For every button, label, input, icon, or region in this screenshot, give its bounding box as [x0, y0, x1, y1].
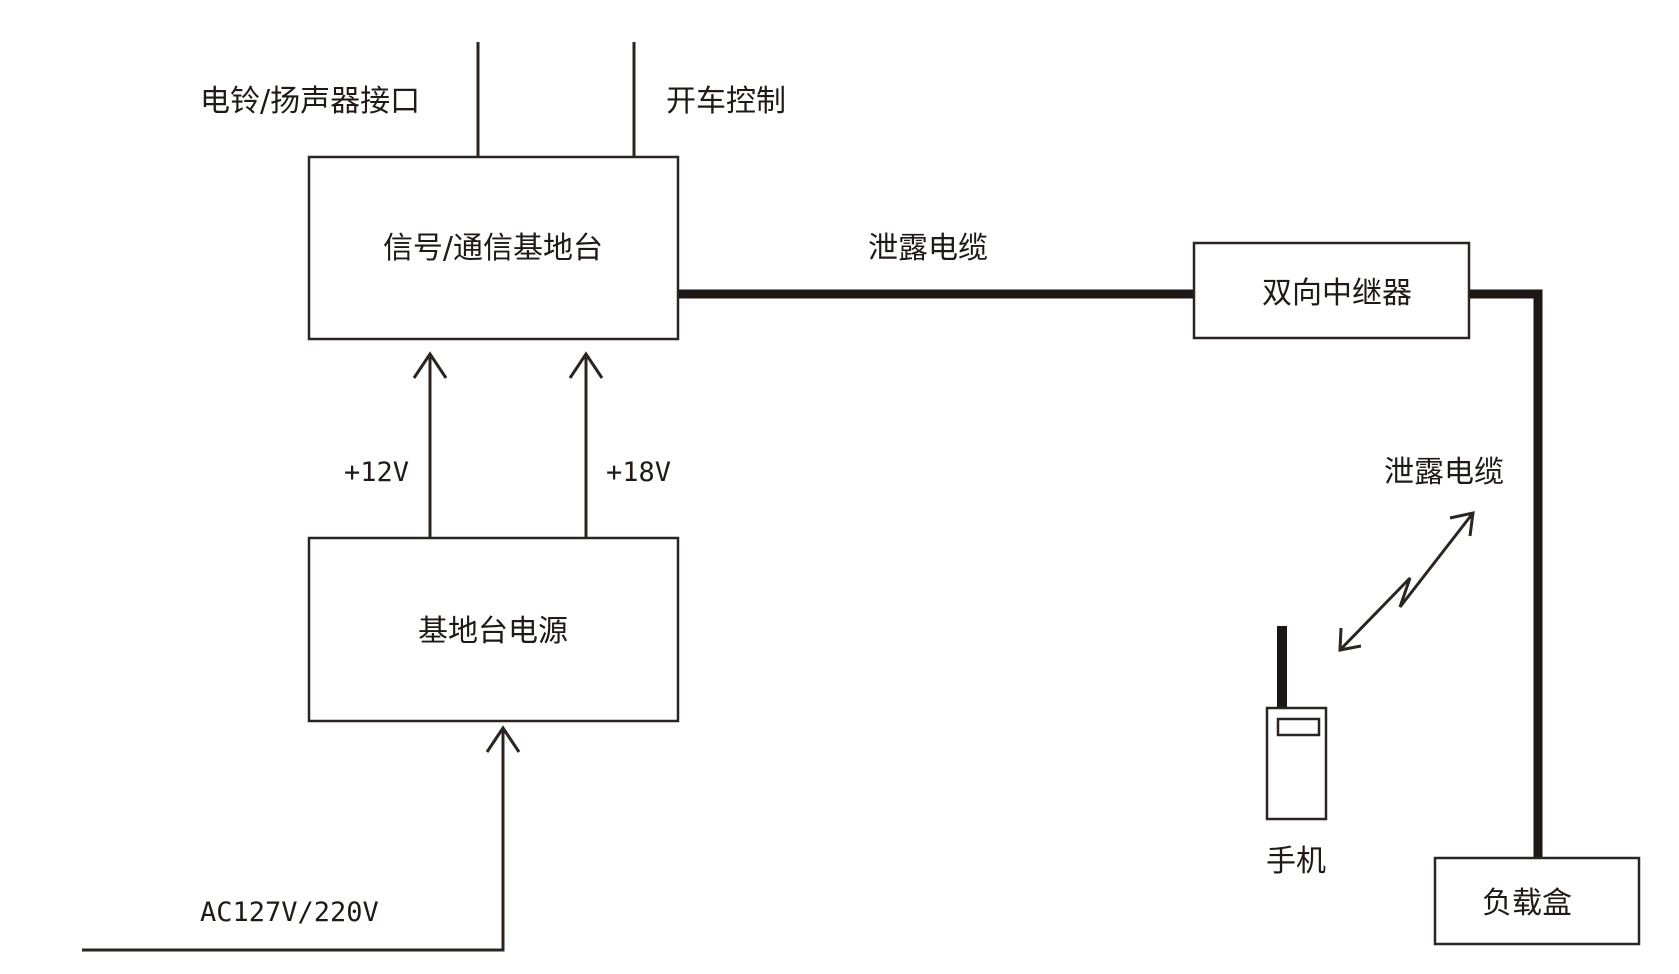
repeater-box	[1192, 241, 1471, 340]
wireless-arrow-head-bottom	[1338, 627, 1362, 652]
leaky-cable-top-label: 泄露电缆	[868, 231, 988, 266]
load-box-label: 负载盒	[1482, 886, 1572, 921]
leaky-cable-side-label: 泄露电缆	[1384, 455, 1504, 490]
power-supply-label: 基地台电源	[418, 614, 568, 649]
ac-input-label: AC127V/220V	[200, 897, 379, 928]
power-supply-box	[307, 536, 680, 723]
ac-input-arrow-head	[485, 725, 521, 753]
ac-input-wire	[82, 728, 505, 952]
arrow-18v-head	[568, 351, 604, 379]
base-station-box	[307, 155, 680, 341]
bell-speaker-label: 电铃/扬声器接口	[200, 84, 420, 119]
voltage-12-label: +12V	[344, 457, 409, 488]
wireless-arrow-head-top	[1449, 511, 1475, 537]
phone-label: 手机	[1266, 844, 1326, 879]
arrow-12v-head	[412, 351, 448, 379]
load-box	[1433, 856, 1641, 946]
start-control-label: 开车控制	[666, 84, 786, 119]
phone-icon	[1265, 626, 1328, 821]
repeater-label: 双向中继器	[1262, 276, 1412, 311]
base-station-label: 信号/通信基地台	[383, 231, 603, 266]
wireless-link-arrow	[1338, 512, 1475, 652]
voltage-18-label: +18V	[606, 457, 671, 488]
leaky-cable-vertical	[1470, 289, 1543, 858]
